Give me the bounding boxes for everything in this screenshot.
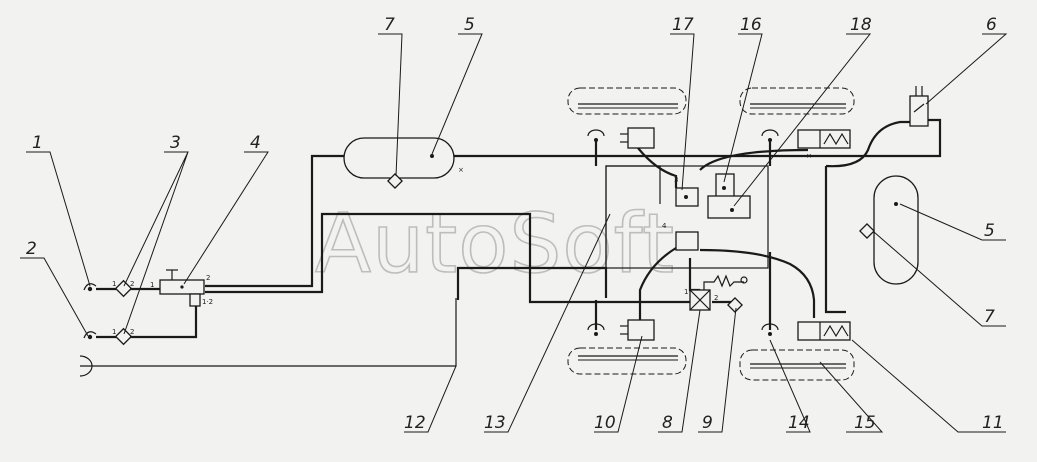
wheel-sensor-rr xyxy=(761,323,779,336)
control-cylinder-6 xyxy=(909,86,929,127)
svg-text:×: × xyxy=(458,166,464,174)
callout-5: 5 xyxy=(464,15,475,35)
watermark: AutoSoft xyxy=(315,197,675,292)
line-filter-lower: 1 2 xyxy=(112,306,198,346)
pipe-supply-upper xyxy=(205,118,942,288)
line-filter-upper: 1 2 xyxy=(112,279,160,298)
pipe-supply-middle xyxy=(205,212,690,304)
wheel-front-right xyxy=(739,87,855,115)
wheel-front-left xyxy=(567,87,687,115)
svg-text:4: 4 xyxy=(662,222,667,230)
callout-8: 8 xyxy=(662,413,673,433)
pipe-supply-lower xyxy=(456,266,608,300)
trailer-coupling xyxy=(79,355,94,377)
callout-17: 17 xyxy=(672,15,694,35)
callout-7b: 7 xyxy=(984,307,995,327)
air-receiver-vertical xyxy=(859,175,919,285)
callout-7: 7 xyxy=(384,15,395,35)
pipe-to-valve-8 xyxy=(688,258,700,292)
svg-text:1: 1 xyxy=(150,281,154,289)
callout-2: 2 xyxy=(26,239,37,259)
valve-8: 1 2 xyxy=(684,274,748,311)
callout-3: 3 xyxy=(170,133,181,153)
callout-1: 1 xyxy=(32,133,43,153)
wheel-rear-left xyxy=(567,347,687,375)
spring-brake-chamber-lower xyxy=(797,321,851,341)
air-receiver-horizontal: × xyxy=(343,137,464,189)
pipe-rear-right xyxy=(824,166,846,314)
modulator-valve-lower: 4 xyxy=(662,222,699,251)
svg-text:1: 1 xyxy=(684,288,688,296)
callout-4: 4 xyxy=(250,133,261,153)
wheel-rear-right xyxy=(739,349,855,381)
modulator-valve-17: 3 xyxy=(674,176,699,207)
wheel-sensor-fr xyxy=(761,129,779,142)
svg-text:1: 1 xyxy=(112,280,116,288)
brake-chamber-front-left xyxy=(620,127,655,149)
pipe-front-left xyxy=(594,140,678,188)
pipe-to-cylinder-6 xyxy=(825,120,910,168)
wheel-sensor-rl xyxy=(587,323,605,336)
spring-brake-chamber-upper: × xyxy=(797,129,851,160)
svg-text:×: × xyxy=(806,152,812,160)
callout-leaders xyxy=(20,33,1008,433)
svg-text:2: 2 xyxy=(130,328,134,336)
callout-18: 18 xyxy=(850,15,872,35)
callout-9: 9 xyxy=(702,413,713,433)
relay-valve-18 xyxy=(707,195,751,219)
svg-text:1: 1 xyxy=(112,328,116,336)
callout-6: 6 xyxy=(986,15,997,35)
coupling-head-2 xyxy=(83,331,118,340)
svg-text:2: 2 xyxy=(130,280,134,288)
svg-text:1·2: 1·2 xyxy=(202,298,213,306)
pipe-front-right xyxy=(699,140,809,171)
callout-12: 12 xyxy=(404,413,426,433)
pipe-rear-left xyxy=(638,247,677,326)
control-block-frame xyxy=(605,165,769,269)
svg-text:2: 2 xyxy=(206,274,210,282)
svg-text:3: 3 xyxy=(674,176,678,184)
wheel-sensor-fl xyxy=(587,129,605,142)
brake-valve-4: 1 2 1·2 xyxy=(150,269,213,307)
callout-5b: 5 xyxy=(984,221,995,241)
brake-chamber-rear-left xyxy=(620,319,655,341)
valve-9 xyxy=(727,297,743,313)
pipe-block-rear xyxy=(699,248,816,318)
callout-14: 14 xyxy=(788,413,810,433)
pipe-trailer-line xyxy=(94,298,457,367)
callout-11: 11 xyxy=(982,413,1004,433)
callout-15: 15 xyxy=(854,413,876,433)
svg-text:2: 2 xyxy=(714,294,718,302)
callout-10: 10 xyxy=(594,413,616,433)
callout-13: 13 xyxy=(484,413,506,433)
callout-16: 16 xyxy=(740,15,762,35)
